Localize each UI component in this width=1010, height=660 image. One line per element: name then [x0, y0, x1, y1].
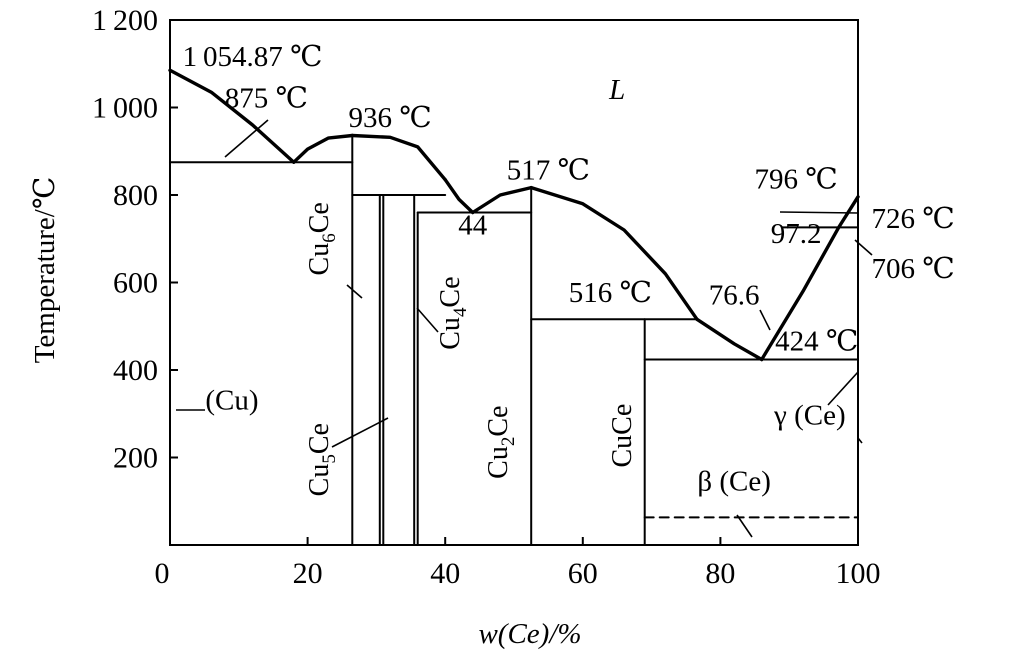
- annotation-12: 424 ℃: [775, 325, 858, 357]
- annotation-13: (Cu): [205, 384, 258, 416]
- phase-label-2: Cu4Ce: [435, 276, 471, 349]
- series-line-0: [168, 68, 296, 164]
- series-line-2: [350, 133, 447, 182]
- x-tick-label-3: 60: [568, 557, 598, 590]
- series-line-3: [443, 177, 475, 215]
- series-line-5: [529, 185, 699, 321]
- phase-label-0: Cu6Ce: [304, 202, 340, 275]
- y-tick-label-0: 200: [113, 442, 158, 475]
- annotation-8: 726 ℃: [871, 203, 954, 235]
- series-line-1: [292, 133, 354, 164]
- series-layer: [168, 68, 860, 546]
- annotation-7: 97.2: [771, 218, 822, 250]
- x-tick-label-5: 100: [836, 557, 881, 590]
- leader-line-8: [854, 239, 873, 256]
- x-tick-label-2: 40: [430, 557, 460, 590]
- annotation-5: 44: [458, 209, 488, 241]
- y-tick-label-5: 1 200: [92, 4, 158, 37]
- leader-line-2: [331, 417, 389, 448]
- annotation-4: 517 ℃: [507, 155, 590, 187]
- annotation-14: γ (Ce): [773, 400, 846, 432]
- series-line-4: [471, 185, 533, 215]
- leader-lines: [176, 119, 873, 538]
- phase-label-1: Cu5Ce: [304, 423, 340, 496]
- y-tick-label-2: 600: [113, 267, 158, 300]
- leader-line-0: [224, 119, 269, 158]
- leader-line-7: [779, 211, 859, 214]
- leader-line-10: [857, 437, 863, 444]
- annotation-0: 1 054.87 ℃: [183, 41, 323, 73]
- annotation-layer: 1 054.87 ℃ 875 ℃ 936 ℃ L 517 ℃ 44 796 ℃ 97.2 726…: [183, 41, 955, 497]
- leader-line-6: [759, 309, 771, 331]
- annotation-15: β (Ce): [697, 465, 771, 497]
- phase-label-3: Cu2Ce: [483, 406, 519, 479]
- series-line-6: [695, 317, 764, 362]
- x-axis-label: w(Ce)/%: [478, 618, 581, 650]
- annotation-2: 936 ℃: [349, 102, 432, 134]
- annotation-1: 875 ℃: [225, 83, 308, 115]
- leader-line-5: [736, 514, 753, 538]
- x-tick-label-1: 20: [293, 557, 323, 590]
- x-tick-label-4: 80: [705, 557, 735, 590]
- annotation-9: 706 ℃: [871, 253, 954, 285]
- axis-ticks: 0 20 40 60 80 100 200 400 600 800 1 000 1 200: [92, 4, 881, 590]
- annotation-10: 516 ℃: [569, 277, 652, 309]
- phase-label-4: CuCe: [607, 404, 638, 468]
- y-tick-label-1: 400: [113, 354, 158, 387]
- y-axis-label: Temperature/℃: [29, 177, 61, 364]
- annotation-6: 796 ℃: [754, 163, 837, 195]
- leader-line-3: [346, 284, 363, 299]
- leader-line-9: [827, 371, 859, 406]
- annotation-11: 76.6: [709, 279, 760, 311]
- x-tick-label-0: 0: [155, 557, 170, 590]
- annotation-3: L: [608, 74, 625, 106]
- y-tick-label-3: 800: [113, 179, 158, 212]
- leader-line-4: [416, 307, 439, 333]
- y-tick-label-4: 1 000: [92, 92, 158, 125]
